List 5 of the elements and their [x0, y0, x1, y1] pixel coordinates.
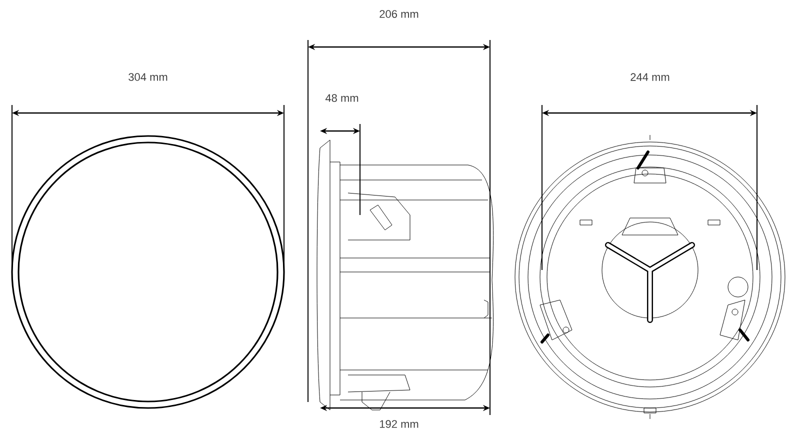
- dimension-label: 48 mm: [325, 94, 358, 102]
- dimension-label: 192 mm: [380, 420, 418, 428]
- dimension-label: 244 mm: [630, 73, 670, 81]
- dimension-label: 206 mm: [380, 10, 418, 18]
- dimension-label: 304 mm: [128, 73, 168, 81]
